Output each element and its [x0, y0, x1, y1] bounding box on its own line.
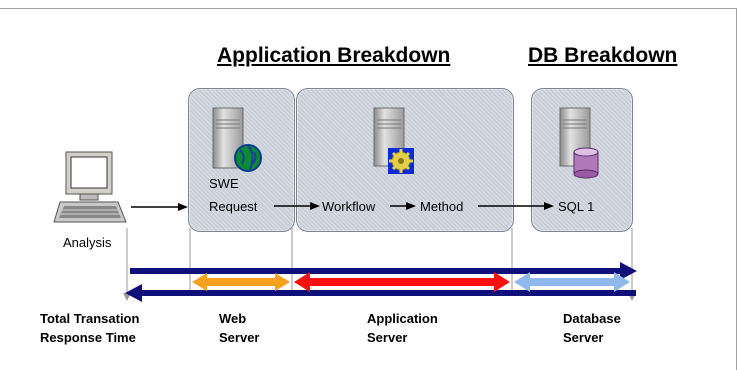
application-server-label: Application Server: [367, 309, 438, 347]
workflow-label: Workflow: [322, 199, 376, 214]
web-server-label-line2: Server: [219, 330, 260, 345]
total-response-label-line1: Total Transation: [40, 311, 140, 326]
web-server-label-line1: Web: [219, 311, 247, 326]
method-label: Method: [420, 199, 464, 214]
frame-top-border: [0, 8, 737, 9]
database-server-label-line2: Server: [563, 330, 604, 345]
client-label: Analysis: [63, 235, 112, 250]
total-response-arrows: [125, 262, 637, 302]
database-server-label: Database Server: [563, 309, 621, 347]
swe-label-line1: SWE: [209, 176, 239, 191]
heading-application-breakdown: Application Breakdown: [217, 44, 451, 67]
total-response-label: Total Transation Response Time: [40, 309, 139, 347]
total-response-label-line2: Response Time: [40, 330, 136, 345]
server-database-icon: [559, 107, 599, 179]
swe-label-line2: Request: [209, 199, 258, 214]
server-globe-icon: [212, 107, 262, 172]
computer-icon: [53, 151, 127, 223]
database-server-segment: [514, 272, 630, 292]
application-server-segment: [294, 272, 510, 292]
flow-arrows: [131, 202, 554, 211]
web-server-label: Web Server: [219, 309, 259, 347]
server-gear-icon: [373, 107, 414, 174]
web-server-segment: [192, 273, 290, 291]
sql-label: SQL 1: [558, 199, 595, 214]
application-server-label-line2: Server: [367, 330, 408, 345]
application-server-label-line1: Application: [367, 311, 438, 326]
heading-db-breakdown: DB Breakdown: [528, 44, 678, 67]
database-server-label-line1: Database: [563, 311, 621, 326]
